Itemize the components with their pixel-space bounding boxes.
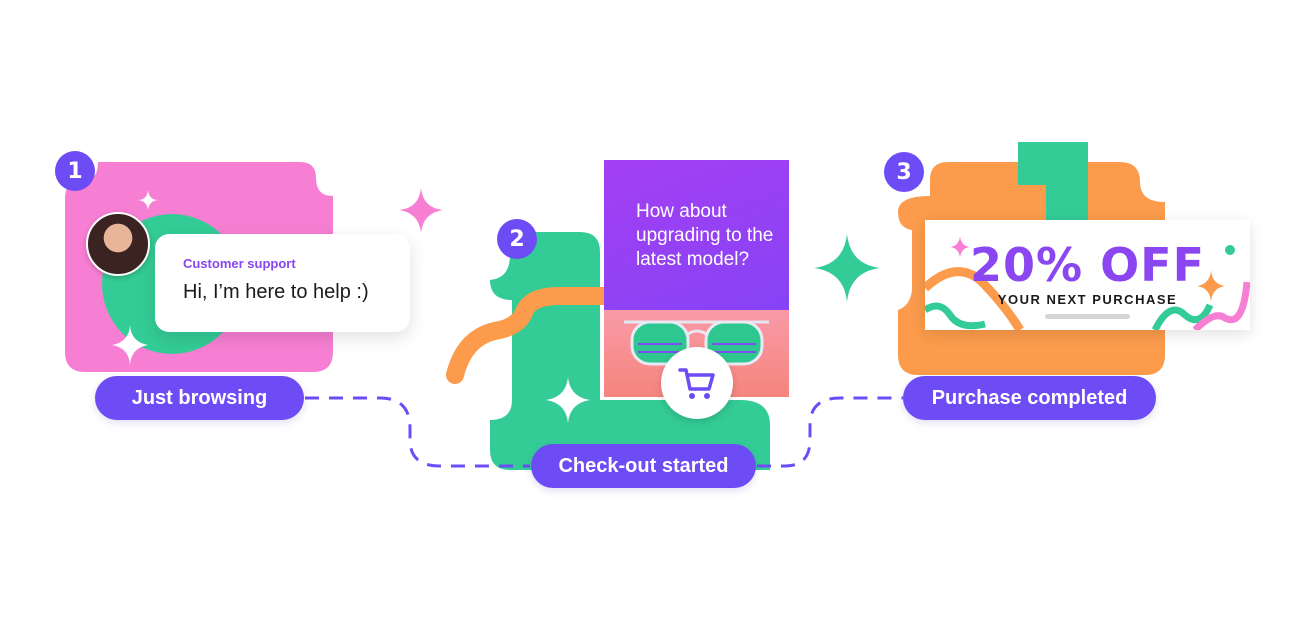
sunglasses-image: [624, 320, 769, 366]
orange-squiggle: [446, 287, 613, 384]
green-tab: [1018, 142, 1088, 230]
coupon-decor: [925, 236, 1250, 330]
sparkle-icon: [546, 377, 590, 423]
sparkle-icon: [112, 325, 148, 365]
cart-button[interactable]: [661, 347, 733, 419]
ad-text: How about upgrading to the latest model?: [636, 201, 774, 270]
discount-coupon: 20% OFF YOUR NEXT PURCHASE: [925, 220, 1250, 330]
chat-message: Hi, I’m here to help :): [183, 281, 369, 303]
step-2-badge: 2: [497, 219, 537, 259]
dashed-connector: [757, 396, 903, 468]
sparkle-icon: [138, 190, 158, 210]
chat-title: Customer support: [183, 256, 296, 271]
step-3-label: Purchase completed: [903, 376, 1156, 420]
avatar: [86, 212, 150, 276]
chat-card: Customer support Hi, I’m here to help :): [155, 234, 410, 332]
step-2-label: Check-out started: [531, 444, 756, 488]
step-3-badge: 3: [884, 152, 924, 192]
step-1-badge: 1: [55, 151, 95, 191]
sparkle-icon: [814, 234, 880, 302]
cart-icon: [678, 368, 715, 399]
coupon-subline: YOUR NEXT PURCHASE: [997, 292, 1178, 307]
step-1-label: Just browsing: [95, 376, 304, 420]
dashed-connector: [305, 396, 530, 468]
coupon-headline: 20% OFF: [969, 238, 1206, 292]
sparkle-icon: [399, 188, 443, 233]
